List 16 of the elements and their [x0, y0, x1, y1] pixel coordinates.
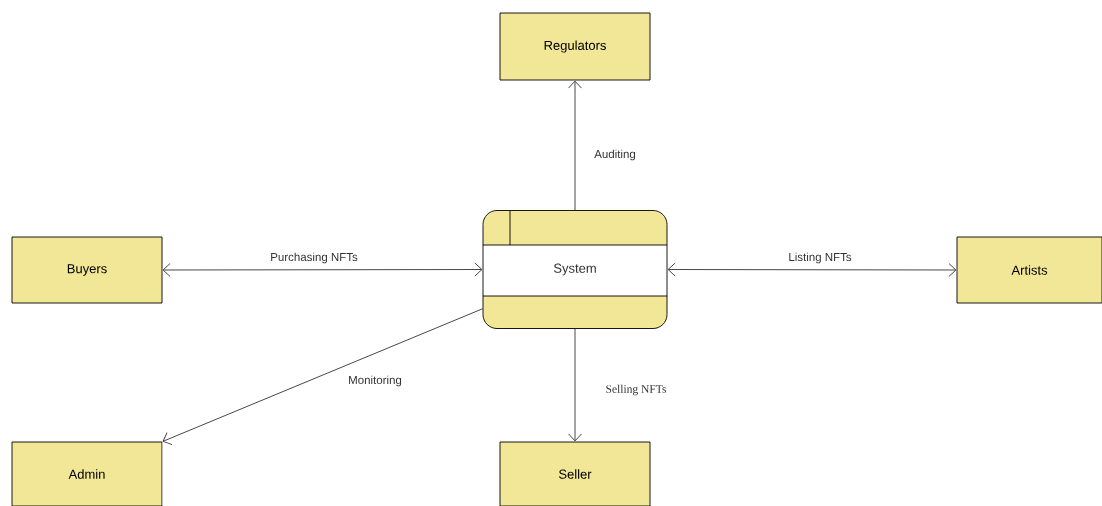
- arrow: [568, 328, 582, 442]
- edge-label: Auditing: [592, 148, 638, 162]
- arrow: [667, 262, 957, 277]
- entity-box: Regulators: [499, 12, 651, 81]
- arrow: [162, 262, 483, 277]
- arrow: [162, 308, 483, 446]
- entity-box: Seller: [499, 441, 651, 506]
- arrow: [568, 80, 582, 211]
- process-box: System: [482, 210, 668, 329]
- edge-label: Selling NFTs: [604, 383, 668, 397]
- entity-box: Admin: [11, 441, 163, 506]
- edge-label: Purchasing NFTs: [268, 251, 360, 265]
- entity-box: Artists: [956, 236, 1102, 304]
- edge-label: Monitoring: [346, 374, 404, 388]
- edge-label: Listing NFTs: [786, 251, 854, 265]
- entity-box: Buyers: [11, 236, 163, 304]
